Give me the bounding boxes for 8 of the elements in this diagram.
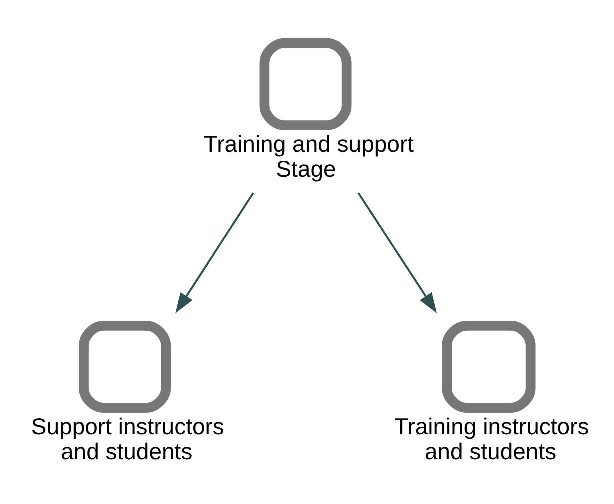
- node-box: [79, 321, 172, 413]
- node-label: Support instructors and students: [31, 414, 224, 464]
- node-label: Training and support Stage: [204, 131, 414, 182]
- node-label: Training instructors and students: [394, 414, 590, 464]
- node-box: [442, 321, 536, 413]
- arrow: [176, 192, 254, 314]
- arrow: [358, 192, 438, 314]
- node-box: [260, 38, 352, 130]
